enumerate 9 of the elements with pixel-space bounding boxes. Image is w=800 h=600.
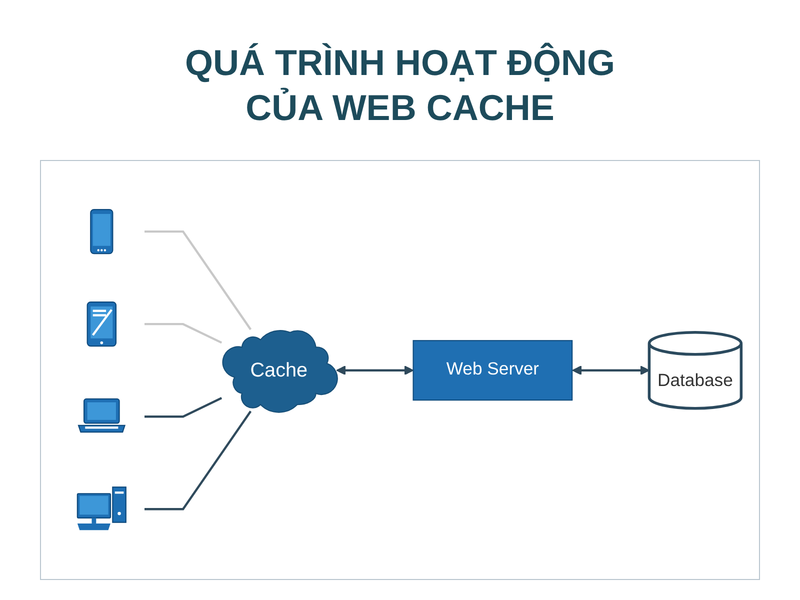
connector — [144, 410, 252, 510]
connector — [144, 396, 222, 418]
arrow — [572, 365, 650, 375]
arrow — [336, 365, 414, 375]
connector — [144, 230, 252, 330]
title: QUÁ TRÌNH HOẠT ĐỘNG CỦA WEB CACHE — [184, 41, 616, 130]
node-box — [412, 340, 573, 400]
connector — [144, 322, 222, 344]
diagram-frame: Cache Web Server Database — [40, 160, 760, 580]
